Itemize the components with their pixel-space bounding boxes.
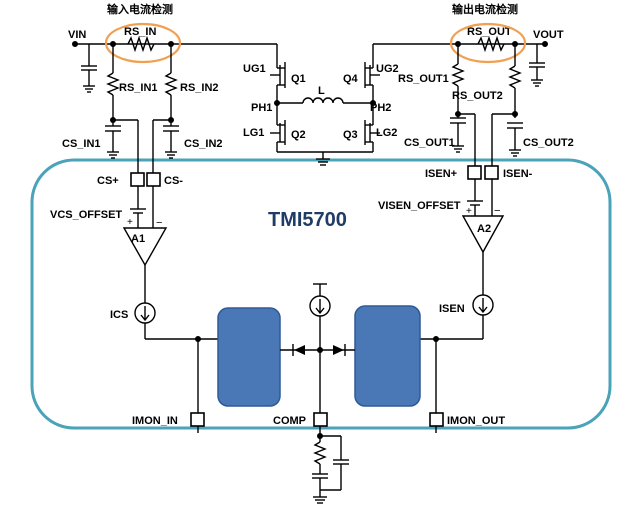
inductor-l xyxy=(302,97,344,104)
isen-label: ISEN xyxy=(439,303,465,315)
rs-in1-resistor xyxy=(106,72,120,96)
rs-in-label: RS_IN xyxy=(124,26,156,38)
cs-plus-label: CS+ xyxy=(97,175,119,187)
ics-label: ICS xyxy=(110,309,128,321)
vout-label: VOUT xyxy=(533,29,564,41)
q1-label: Q1 xyxy=(291,73,306,85)
rs-out1-resistor xyxy=(451,63,465,87)
left-control-block xyxy=(217,307,281,407)
a2-amplifier xyxy=(461,215,505,254)
rs-in2-label: RS_IN2 xyxy=(180,82,219,94)
rs-in-resistor xyxy=(127,35,155,53)
rs-in1-label: RS_IN1 xyxy=(119,82,158,94)
isen-minus-label: ISEN- xyxy=(503,168,533,180)
rs-out-label: RS_OUT xyxy=(467,26,512,38)
vin-node xyxy=(72,41,78,47)
q2-label: Q2 xyxy=(291,129,306,141)
imon-in-label: IMON_IN xyxy=(132,415,178,427)
ug2-label: UG2 xyxy=(376,63,399,75)
cs-in2-label: CS_IN2 xyxy=(184,138,223,150)
rs-out2-label: RS_OUT2 xyxy=(452,90,503,102)
isen-minus-pin xyxy=(484,165,499,180)
chip-name: TMI5700 xyxy=(268,209,347,231)
imon-in-pin xyxy=(190,412,205,427)
cs-minus-pin xyxy=(146,172,161,187)
ph1-label: PH1 xyxy=(251,102,272,114)
rs-out-highlight xyxy=(449,22,527,64)
right-diode xyxy=(333,345,344,355)
svg-text:+: + xyxy=(466,206,472,217)
svg-text:−: − xyxy=(156,217,162,229)
vcs-offset-label: VCS_OFFSET xyxy=(50,209,122,221)
left-diode xyxy=(294,345,305,355)
right-control-block xyxy=(354,305,421,407)
vout-node xyxy=(542,41,548,47)
cs-plus-pin xyxy=(130,172,145,187)
rs-out-resistor xyxy=(477,35,505,53)
q3-label: Q3 xyxy=(343,129,358,141)
ph2-label: PH2 xyxy=(370,102,391,114)
comp-pin xyxy=(313,412,328,427)
lg2-label: LG2 xyxy=(376,127,397,139)
lg1-label: LG1 xyxy=(243,127,264,139)
rs-in-highlight xyxy=(104,22,182,64)
rs-out1-label: RS_OUT1 xyxy=(398,73,449,85)
chip-outline xyxy=(30,158,612,430)
cs-out1-label: CS_OUT1 xyxy=(404,137,455,149)
svg-text:+: + xyxy=(127,217,133,228)
a2-label: A2 xyxy=(477,223,491,235)
comp-resistor xyxy=(313,441,327,465)
cs-out2-label: CS_OUT2 xyxy=(523,137,574,149)
inductor-label: L xyxy=(318,85,325,97)
q4-label: Q4 xyxy=(343,73,359,85)
rs-in2-resistor xyxy=(164,72,178,96)
cs-minus-label: CS- xyxy=(164,175,183,187)
cs-in1-label: CS_IN1 xyxy=(62,138,101,150)
ug1-label: UG1 xyxy=(243,63,266,75)
visen-offset-label: VISEN_OFFSET xyxy=(378,200,461,212)
rs-out2-resistor xyxy=(508,65,522,89)
imon-out-pin xyxy=(429,412,444,427)
isen-plus-label: ISEN+ xyxy=(425,168,457,180)
a1-label: A1 xyxy=(131,233,145,245)
imon-out-label: IMON_OUT xyxy=(447,415,505,427)
svg-text:−: − xyxy=(494,205,500,217)
input-current-sense-title: 输入电流检测 xyxy=(107,2,173,16)
output-current-sense-title: 输出电流检测 xyxy=(452,2,518,16)
vin-label: VIN xyxy=(68,29,86,41)
a1-amplifier xyxy=(122,227,168,267)
isen-plus-pin xyxy=(467,165,482,180)
comp-label: COMP xyxy=(273,415,306,427)
